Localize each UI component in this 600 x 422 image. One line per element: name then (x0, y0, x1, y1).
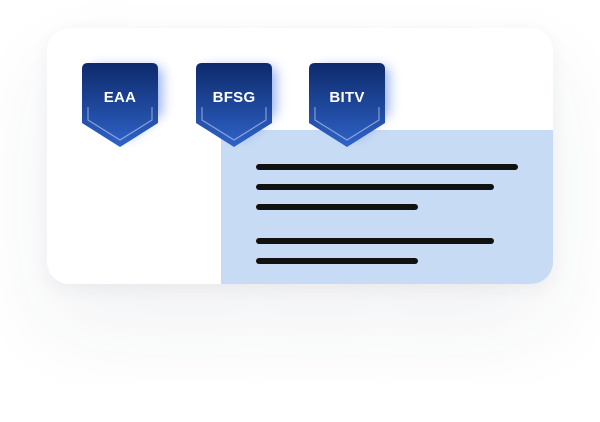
text-line (256, 258, 418, 264)
shield-badge-icon (196, 63, 276, 147)
badge-bitv: BITV (309, 63, 389, 147)
text-line (256, 238, 494, 244)
content-panel (221, 130, 553, 284)
badge-bfsg: BFSG (196, 63, 276, 147)
badge-eaa: EAA (82, 63, 162, 147)
document-card (47, 28, 553, 284)
badge-label: BITV (329, 89, 365, 106)
text-line (256, 184, 494, 190)
shield-badge-icon (309, 63, 389, 147)
text-line (256, 164, 518, 170)
badge-label: BFSG (212, 89, 256, 106)
text-line (256, 204, 418, 210)
shield-badge-icon (82, 63, 162, 147)
badge-label: EAA (103, 89, 137, 106)
